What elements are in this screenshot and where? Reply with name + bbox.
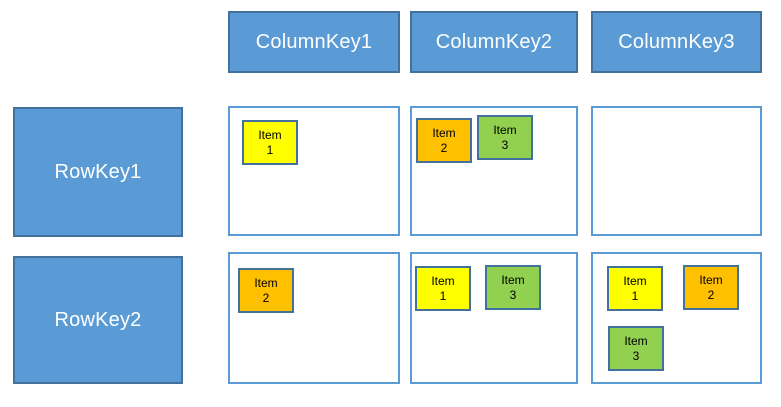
item-number: 2 — [707, 287, 715, 302]
item-number: 3 — [501, 137, 509, 152]
cell-rowkey2-columnkey3: Item 1 Item 2 Item 3 — [591, 252, 762, 384]
item-2: Item 2 — [238, 268, 294, 313]
item-label: Item — [501, 272, 525, 287]
cell-rowkey1-columnkey1: Item 1 — [228, 106, 400, 236]
item-1: Item 1 — [607, 266, 663, 311]
item-label: Item — [624, 333, 648, 348]
item-number: 1 — [631, 288, 639, 303]
item-number: 2 — [440, 140, 448, 155]
cell-rowkey2-columnkey1: Item 2 — [228, 252, 400, 384]
cell-rowkey1-columnkey2: Item 2 Item 3 — [410, 106, 578, 236]
item-1: Item 1 — [242, 120, 298, 165]
item-number: 3 — [632, 348, 640, 363]
item-label: Item — [432, 125, 456, 140]
item-label: Item — [431, 273, 455, 288]
row-header-1: RowKey1 — [13, 107, 183, 237]
item-3: Item 3 — [485, 265, 541, 310]
item-number: 3 — [509, 287, 517, 302]
column-header-1: ColumnKey1 — [228, 11, 400, 73]
item-1: Item 1 — [415, 266, 471, 311]
item-label: Item — [254, 275, 278, 290]
item-label: Item — [699, 272, 723, 287]
row-header-2: RowKey2 — [13, 256, 183, 384]
item-label: Item — [623, 273, 647, 288]
item-number: 1 — [266, 142, 274, 157]
item-label: Item — [258, 127, 282, 142]
item-label: Item — [493, 122, 517, 137]
cell-rowkey2-columnkey2: Item 1 Item 3 — [410, 252, 578, 384]
item-3: Item 3 — [608, 326, 664, 371]
cell-rowkey1-columnkey3 — [591, 106, 762, 236]
item-2: Item 2 — [683, 265, 739, 310]
item-number: 1 — [439, 288, 447, 303]
item-3: Item 3 — [477, 115, 533, 160]
item-2: Item 2 — [416, 118, 472, 163]
column-header-2: ColumnKey2 — [410, 11, 578, 73]
column-header-3: ColumnKey3 — [591, 11, 762, 73]
item-number: 2 — [262, 290, 270, 305]
